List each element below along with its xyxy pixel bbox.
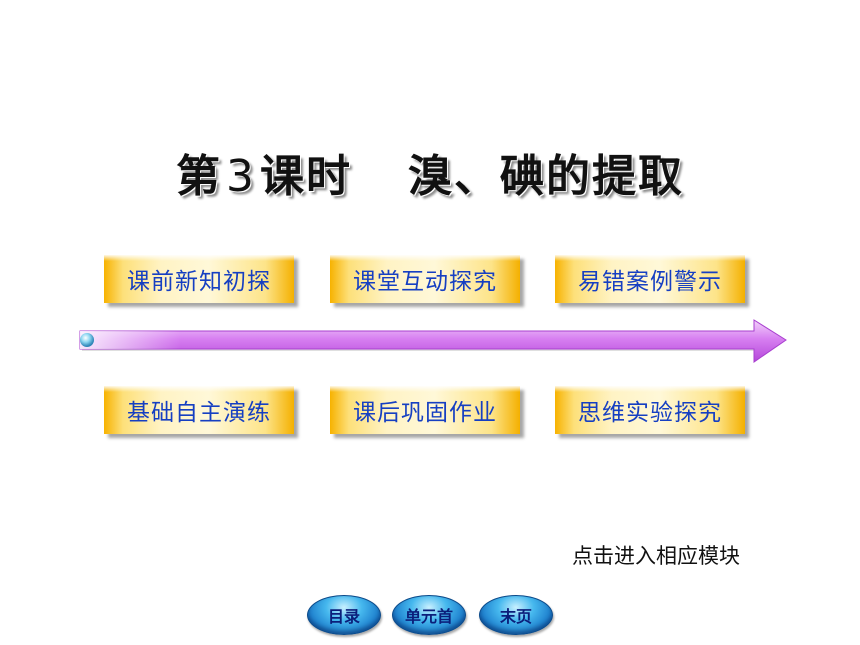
arrow-graphic <box>79 319 787 363</box>
title-suffix: 课时 <box>260 151 352 202</box>
module-button-label: 课堂互动探究 <box>353 269 497 295</box>
nav-label: 目录 <box>327 607 360 626</box>
nav-toc-button[interactable]: 目录 <box>307 595 381 635</box>
title-prefix: 第 <box>176 151 222 202</box>
lesson-title: 第3课时 溴、碘的提取 <box>0 140 860 204</box>
module-button-label: 课前新知初探 <box>127 269 271 295</box>
module-button-experiment[interactable]: 思维实验探究 <box>555 386 745 434</box>
nav-label: 末页 <box>499 607 532 626</box>
module-button-label: 课后巩固作业 <box>353 400 497 426</box>
module-button-homework[interactable]: 课后巩固作业 <box>330 386 520 434</box>
hint-text: 点击进入相应模块 <box>572 544 740 568</box>
nav-unit-home-button[interactable]: 单元首 <box>392 595 466 635</box>
timeline-arrow <box>78 318 788 364</box>
module-button-label: 易错案例警示 <box>578 269 722 295</box>
module-button-preview[interactable]: 课前新知初探 <box>104 255 294 303</box>
module-button-label: 基础自主演练 <box>127 400 271 426</box>
title-topic: 溴、碘的提取 <box>408 151 684 202</box>
module-button-classroom[interactable]: 课堂互动探究 <box>330 255 520 303</box>
module-button-basic-practice[interactable]: 基础自主演练 <box>104 386 294 434</box>
module-button-mistakes[interactable]: 易错案例警示 <box>555 255 745 303</box>
nav-label: 单元首 <box>404 607 453 626</box>
orb-icon <box>80 333 94 347</box>
nav-last-page-button[interactable]: 末页 <box>479 595 553 635</box>
title-number: 3 <box>226 151 256 202</box>
module-button-label: 思维实验探究 <box>578 400 722 426</box>
